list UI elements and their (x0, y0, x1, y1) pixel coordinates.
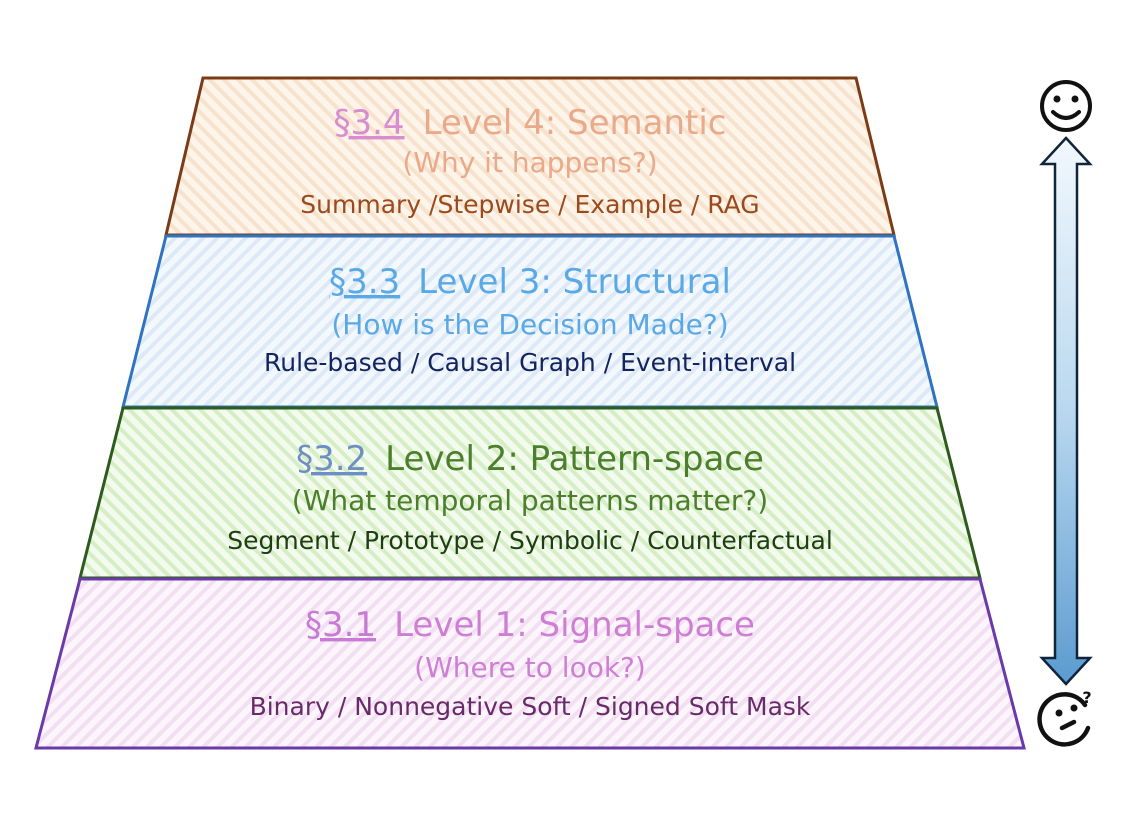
level-3-methods: Rule-based / Causal Graph / Event-interv… (264, 348, 796, 377)
level-1-section-link[interactable]: §3.1 (305, 605, 376, 645)
level-3-heading: §3.3 Level 3: Structural (329, 262, 731, 302)
level-2-question: (What temporal patterns matter?) (292, 484, 768, 517)
level-3-structural-band: §3.3 Level 3: Structural (How is the Deci… (121, 234, 939, 409)
level-1-shape (34, 577, 1026, 750)
level-1-question: (Where to look?) (414, 651, 646, 684)
level-3-title: Level 3: Structural (418, 262, 731, 302)
level-1-signal-space-band: §3.1 Level 1: Signal-space (Where to look… (34, 577, 1026, 750)
level-2-title: Level 2: Pattern-space (385, 439, 764, 479)
level-4-section-link[interactable]: §3.4 (333, 103, 404, 143)
level-3-question: (How is the Decision Made?) (331, 308, 728, 341)
level-4-question: (Why it happens?) (402, 146, 657, 179)
happy-face-icon (1040, 80, 1092, 132)
level-2-methods: Segment / Prototype / Symbolic / Counter… (227, 526, 833, 555)
level-1-methods: Binary / Nonnegative Soft / Signed Soft … (250, 692, 811, 721)
bidirectional-arrow-icon (1039, 136, 1093, 686)
level-4-methods: Summary /Stepwise / Example / RAG (300, 190, 759, 219)
level-2-section-link[interactable]: §3.2 (296, 439, 367, 479)
level-4-title: Level 4: Semantic (423, 103, 727, 143)
svg-text:?: ? (1082, 688, 1091, 707)
level-3-section-link[interactable]: §3.3 (329, 262, 400, 302)
level-1-title: Level 1: Signal-space (394, 605, 755, 645)
level-2-heading: §3.2 Level 2: Pattern-space (296, 439, 764, 479)
level-2-pattern-space-band: §3.2 Level 2: Pattern-space (What tempora… (78, 406, 982, 580)
level-4-heading: §3.4 Level 4: Semantic (333, 103, 726, 143)
confused-face-icon: ? (1037, 688, 1092, 747)
level-1-heading: §3.1 Level 1: Signal-space (305, 605, 755, 645)
